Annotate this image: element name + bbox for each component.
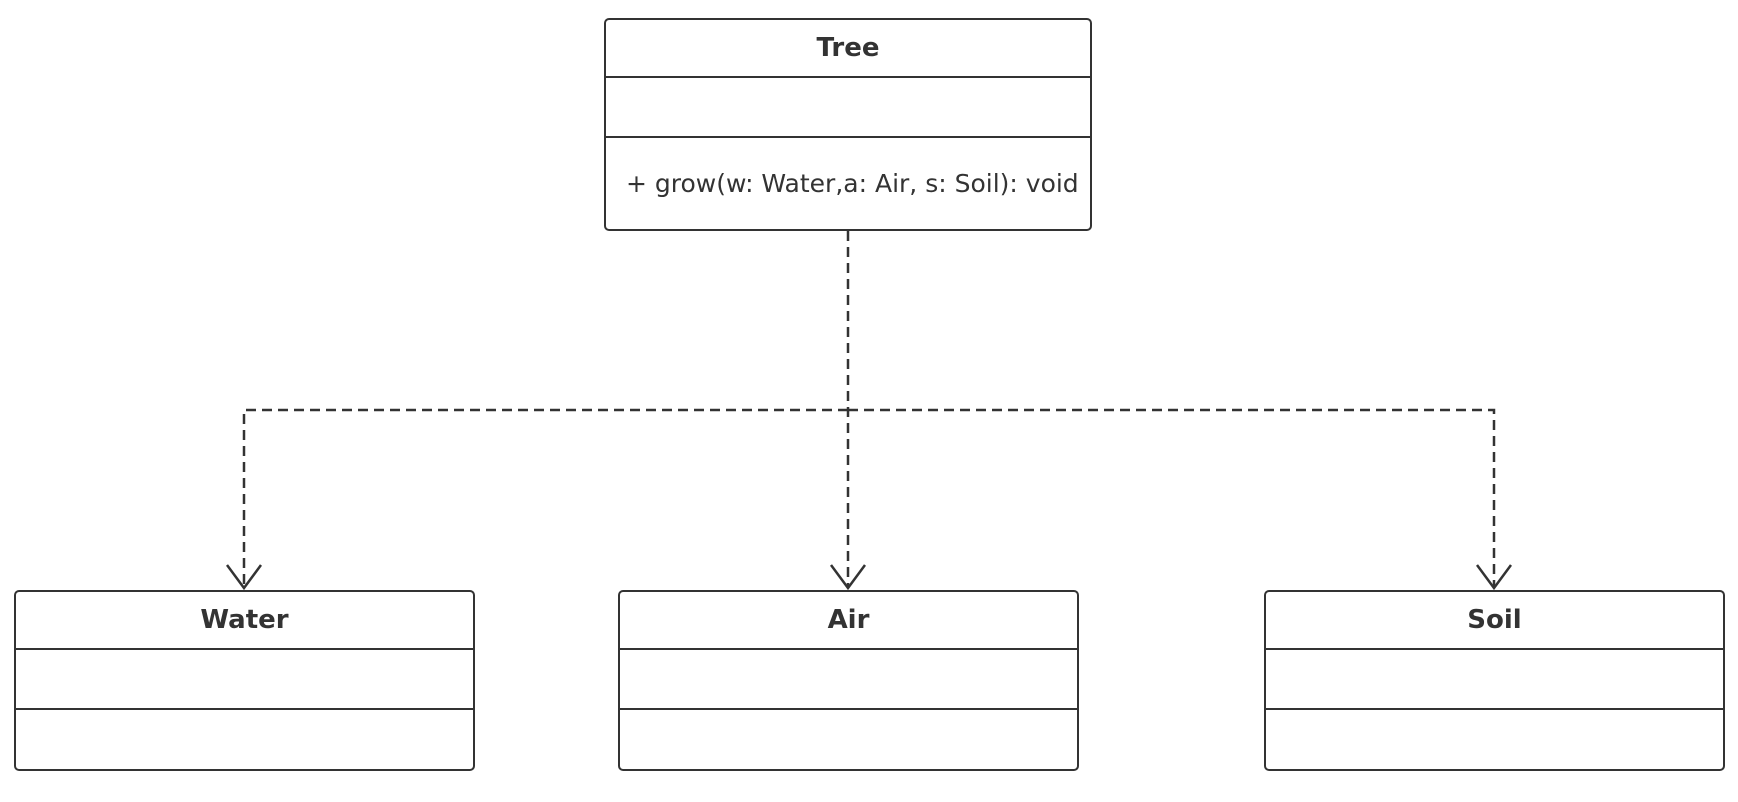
- dependency-arrowhead-soil: [1475, 564, 1513, 591]
- dependency-arrowhead-water: [225, 564, 263, 591]
- class-name-air: Air: [620, 592, 1077, 650]
- attributes-compartment-tree: [606, 78, 1090, 138]
- class-box-soil[interactable]: Soil: [1264, 590, 1725, 771]
- dependency-line-tree-soil: [848, 408, 1496, 587]
- operations-compartment-air: [620, 710, 1077, 769]
- class-box-water[interactable]: Water: [14, 590, 475, 771]
- operation-grow: + grow(w: Water,a: Air, s: Soil): void: [626, 169, 1079, 198]
- attributes-compartment-soil: [1266, 650, 1723, 710]
- dependency-arrowhead-air: [829, 564, 867, 591]
- operations-compartment-soil: [1266, 710, 1723, 769]
- operations-compartment-water: [16, 710, 473, 769]
- class-box-tree[interactable]: Tree + grow(w: Water,a: Air, s: Soil): v…: [604, 18, 1092, 231]
- dependency-line-tree-water: [242, 408, 848, 587]
- attributes-compartment-air: [620, 650, 1077, 710]
- class-name-tree: Tree: [606, 20, 1090, 78]
- class-box-air[interactable]: Air: [618, 590, 1079, 771]
- class-name-soil: Soil: [1266, 592, 1723, 650]
- class-name-water: Water: [16, 592, 473, 650]
- attributes-compartment-water: [16, 650, 473, 710]
- operations-compartment-tree: + grow(w: Water,a: Air, s: Soil): void: [606, 138, 1090, 229]
